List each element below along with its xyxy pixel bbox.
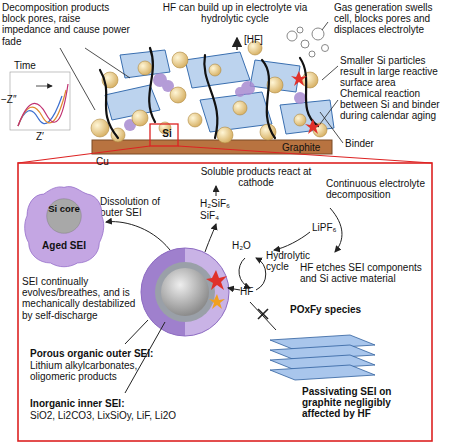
node-text: Si — [150, 124, 184, 139]
figure-label: HF etches SEI components and Si active m… — [300, 262, 428, 284]
figure-label: H₂SiF₆ — [200, 198, 250, 209]
figure-label: Continuous electrolyte decomposition — [326, 178, 426, 200]
figure-label: Lithium alkylcarbonates, oligomeric prod… — [30, 360, 180, 382]
graphite-flakes — [105, 50, 334, 134]
zoom-panel — [18, 163, 432, 441]
figure-label: Decomposition products block pores, rais… — [2, 2, 130, 47]
figure-label: Porous organic outer SEI: — [30, 348, 180, 359]
figure-label: Soluble products react at cathode — [196, 166, 316, 188]
hf-rise-arrow — [236, 38, 238, 50]
impedance-inset — [10, 72, 70, 130]
si-label-box: Si — [150, 124, 184, 146]
figure-label: Time — [14, 60, 54, 71]
figure-label: −Z″ — [1, 94, 15, 105]
figure-label: [HF] — [244, 34, 284, 45]
figure-label: Inorganic inner SEI: — [30, 398, 180, 409]
figure-label: POxFy species — [290, 304, 390, 315]
node-text: Aged SEI — [22, 240, 106, 251]
reaction-spots — [291, 71, 321, 134]
figure-label: H₂O — [232, 240, 272, 251]
binder-strands — [100, 48, 318, 138]
zoom-line — [18, 146, 150, 163]
figure-label: SiO2, Li2CO3, LixSiOy, LiF, Li2O — [30, 410, 220, 421]
figure-label: SiF₄ — [200, 210, 250, 221]
figure-label: LiPF₆ — [312, 222, 362, 233]
figure-label: Graphite — [282, 142, 342, 153]
graphite-layers — [270, 335, 375, 380]
si-particle-cross-section — [141, 248, 229, 336]
cross-mark — [258, 309, 268, 319]
figure-label: HF can build up in electrolyte via hydro… — [160, 2, 310, 24]
aged-sei-blob: Aged SEI Si core — [22, 184, 106, 268]
figure-label: Passivating SEI on graphite negligibly a… — [302, 386, 428, 420]
figure-label: Smaller Si particles result in large rea… — [340, 55, 448, 89]
figure-label: Z′ — [36, 131, 66, 142]
node-text: Si core — [46, 198, 82, 214]
figure-label: Cu — [96, 156, 126, 167]
figure-label: Chemical reaction between Si and binder … — [340, 88, 448, 122]
gas-bubbles — [287, 27, 329, 57]
figure-label: Gas generation swells cell, blocks pores… — [334, 2, 448, 36]
figure-label: Binder — [345, 138, 405, 149]
figure-label: Dissolution of outer SEI — [100, 196, 182, 218]
si-particles — [91, 41, 327, 143]
si-core-circle: Si core — [46, 198, 82, 234]
leader-lines — [60, 22, 343, 143]
figure-label: SEI continually evolves/breathes, and is… — [22, 276, 138, 321]
figure-label: HF — [240, 286, 264, 297]
